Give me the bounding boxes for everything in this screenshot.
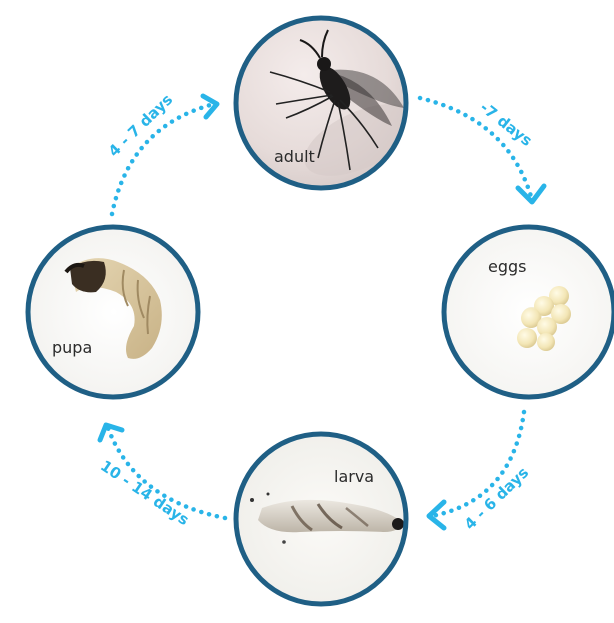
duration-larva-to-pupa: 10 - 14 days: [97, 457, 192, 529]
stage-adult: adult: [230, 10, 426, 195]
stage-larva: larva: [232, 430, 412, 610]
stage-label-larva: larva: [334, 467, 374, 486]
stage-pupa: pupa: [24, 222, 204, 402]
duration-eggs-to-larva: 4 - 6 days: [461, 463, 532, 533]
stage-label-adult: adult: [274, 147, 315, 166]
stage-eggs: eggs: [440, 222, 614, 402]
stage-label-pupa: pupa: [52, 338, 92, 357]
stage-label-eggs: eggs: [488, 257, 527, 276]
duration-adult-to-eggs: -7 days: [477, 98, 536, 150]
